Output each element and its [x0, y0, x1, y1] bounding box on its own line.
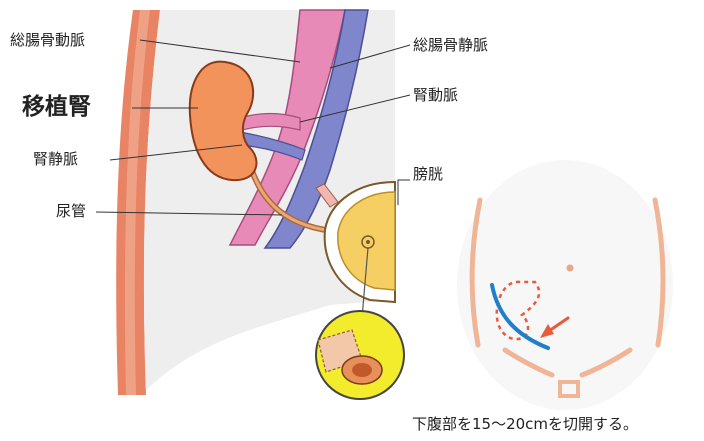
renal-vein: [239, 131, 306, 161]
label-renal-artery: 腎動脈: [413, 86, 459, 104]
iliac-vein: [263, 9, 369, 249]
abdomen-outline: [457, 160, 673, 410]
renal-artery: [239, 112, 301, 131]
incision-caption: 下腹部を15～20cmを切開する。: [412, 415, 639, 433]
kidney: [188, 60, 258, 182]
label-renal-vein: 腎静脈: [33, 150, 79, 168]
label-ureter: 尿管: [56, 202, 87, 220]
incision-line: [490, 283, 550, 350]
label-common-iliac-artery: 総腸骨動脈: [10, 31, 86, 49]
navel: [566, 264, 574, 272]
arrow-icon: [540, 324, 554, 338]
label-bladder: 膀胱: [413, 165, 444, 183]
label-transplanted-kidney: 移植腎: [22, 94, 91, 120]
label-common-iliac-vein: 総腸骨静脈: [413, 36, 489, 54]
